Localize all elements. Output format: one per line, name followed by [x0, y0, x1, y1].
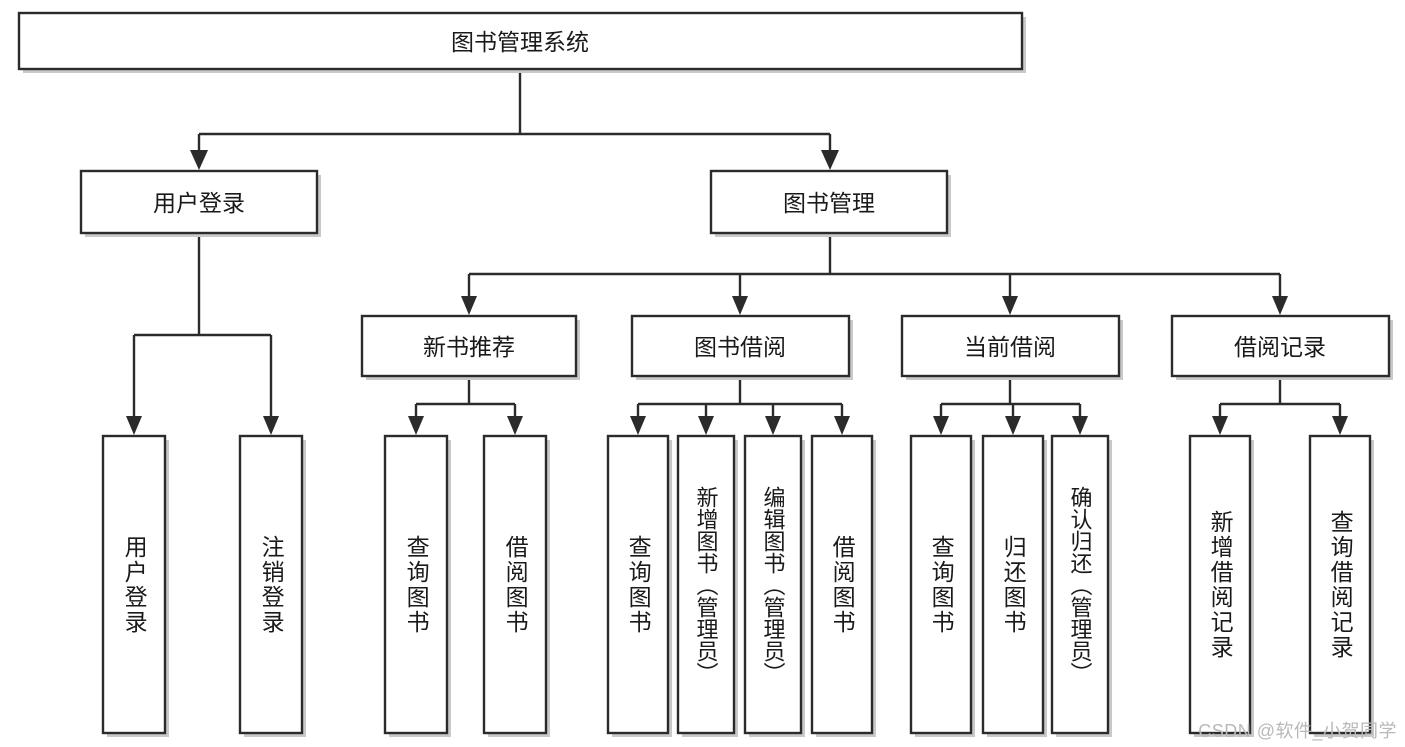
node-book-borrow[interactable]: 图书借阅 [630, 314, 853, 380]
leaf-node-7[interactable] [810, 434, 876, 737]
node-root[interactable]: 图书管理系统 [17, 11, 1026, 73]
node-book-management[interactable]: 图书管理 [709, 169, 951, 237]
arrow-borrow-leaf-4 [834, 416, 850, 435]
arrow-current-leaf-2 [1005, 416, 1021, 435]
leaf-node-11[interactable] [1188, 434, 1254, 737]
arrow-new-book-leaf-1 [408, 416, 424, 435]
leaf-node-12[interactable] [1308, 434, 1374, 737]
leaf-node-4[interactable] [606, 434, 672, 737]
leaf-node-2[interactable] [383, 434, 451, 737]
node-current-borrow[interactable]: 当前借阅 [900, 314, 1123, 380]
node-user-login-label: 用户登录 [153, 190, 245, 216]
leaf-node-8[interactable] [909, 434, 975, 737]
arrow-book-mgmt-to-borrow [732, 296, 748, 315]
connector-layer [126, 69, 1348, 435]
arrow-current-leaf-3 [1072, 416, 1088, 435]
node-root-label: 图书管理系统 [451, 29, 589, 55]
leaf-node-6[interactable] [743, 434, 805, 737]
node-new-book-recommend-label: 新书推荐 [423, 334, 515, 360]
arrow-user-login-leaf-2 [263, 416, 279, 435]
arrow-borrow-leaf-2 [698, 416, 714, 435]
arrow-book-mgmt-to-current [1002, 296, 1018, 315]
arrow-record-leaf-1 [1212, 416, 1228, 435]
arrow-user-login-leaf-1 [126, 416, 142, 435]
arrow-current-leaf-1 [933, 416, 949, 435]
arrow-root-to-book-mgmt [821, 150, 839, 170]
arrow-new-book-leaf-2 [507, 416, 523, 435]
leaf-node-0[interactable] [101, 434, 169, 737]
node-borrow-record[interactable]: 借阅记录 [1170, 314, 1393, 380]
arrow-book-mgmt-to-record [1272, 296, 1288, 315]
arrow-root-to-user-login [190, 150, 208, 170]
arrow-borrow-leaf-3 [765, 416, 781, 435]
csdn-watermark: CSDN @软件_小贺同学 [1198, 721, 1397, 741]
arrow-borrow-leaf-1 [630, 416, 646, 435]
leaf-node-10[interactable] [1050, 434, 1112, 737]
leaf-node-5[interactable] [676, 434, 738, 737]
leaf-layer [101, 434, 1374, 737]
node-book-management-label: 图书管理 [783, 190, 875, 216]
node-book-borrow-label: 图书借阅 [694, 334, 786, 360]
leaf-node-9[interactable] [981, 434, 1047, 737]
node-new-book-recommend[interactable]: 新书推荐 [360, 314, 580, 380]
node-user-login[interactable]: 用户登录 [79, 169, 321, 237]
node-current-borrow-label: 当前借阅 [964, 334, 1056, 360]
arrow-book-mgmt-to-new-book [461, 296, 477, 315]
node-borrow-record-label: 借阅记录 [1234, 334, 1326, 360]
arrow-record-leaf-2 [1332, 416, 1348, 435]
leaf-node-3[interactable] [482, 434, 550, 737]
leaf-node-1[interactable] [238, 434, 306, 737]
